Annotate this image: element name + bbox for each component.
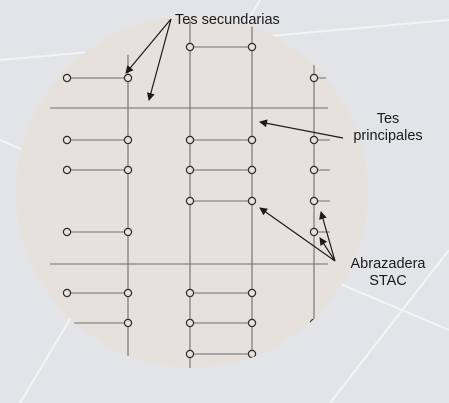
stac-clip-marker [309,73,319,83]
stac-clip-marker [62,135,72,145]
stac-clip-marker [309,196,319,206]
stac-clips [62,42,319,386]
stac-clip-marker [185,318,195,328]
stac-clip-marker [62,73,72,83]
stac-clip-marker [62,165,72,175]
stac-clip-marker [185,349,195,359]
callout-main-tees: Tes principales [259,111,423,144]
stac-clip-marker [62,288,72,298]
stac-clip-marker [185,288,195,298]
stac-clip-marker [185,42,195,52]
label-secondary-tees: Tes secundarias [175,12,280,28]
stac-clip-marker [247,42,257,52]
stac-clip-marker [185,196,195,206]
label-clip-line2: STAC [369,273,407,289]
stac-clip-marker [247,318,257,328]
label-clip-line1: Abrazadera [351,256,427,272]
stac-clip-marker [123,318,133,328]
label-main-tees-line1: Tes [377,111,400,127]
stac-clip-marker [123,288,133,298]
stac-clip-marker [185,135,195,145]
stac-clip-marker [309,318,319,328]
stac-clip-marker [185,165,195,175]
stac-clip-marker [247,349,257,359]
stac-clip-marker [123,73,133,83]
stac-clip-marker [247,196,257,206]
callout-stac-clip: Abrazadera STAC [259,207,427,289]
stac-clip-marker [123,227,133,237]
stac-clip-marker [309,165,319,175]
label-main-tees-line2: principales [353,128,422,144]
stac-clip-marker [247,165,257,175]
stac-clip-marker [123,135,133,145]
detail-magnifier-circle [16,16,368,368]
callout-secondary-tees: Tes secundarias [125,12,280,101]
stac-clip-marker [247,135,257,145]
stac-clip-marker [247,288,257,298]
stac-clip-marker [123,165,133,175]
stac-clip-marker [309,135,319,145]
stac-clip-marker [309,42,319,52]
stac-clip-marker [309,349,319,359]
stac-clip-marker [310,379,317,386]
stac-clip-marker [62,227,72,237]
stac-clip-marker [309,227,319,237]
